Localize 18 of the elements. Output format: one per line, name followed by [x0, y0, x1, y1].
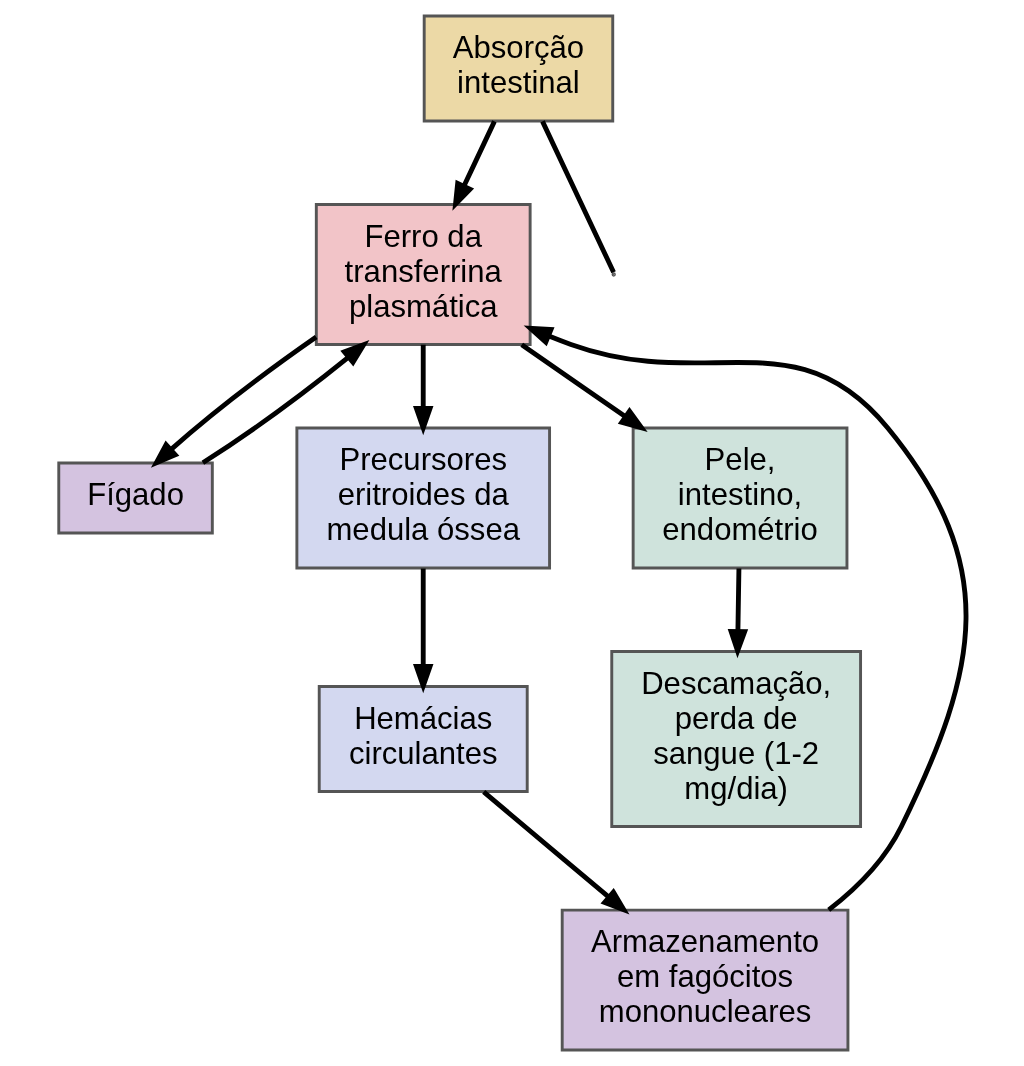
node-box: Precursores eritroides da medula óssea	[294, 426, 551, 570]
arrow	[727, 568, 748, 659]
node-box: Hemácias circulantes	[317, 685, 529, 793]
connector	[539, 120, 616, 274]
node-box: Ferro da transferrina plasmática	[314, 203, 532, 346]
arrow	[523, 325, 968, 912]
arrow	[412, 568, 433, 694]
node-box: Descamação, perda de sangue (1-2 mg/dia)	[609, 650, 862, 828]
arrow	[481, 790, 629, 915]
arrow	[412, 344, 433, 436]
arrow	[150, 335, 318, 468]
arrow	[519, 342, 648, 432]
arrow	[201, 340, 369, 465]
node-box: Pele, intestino, endométrio	[631, 426, 848, 570]
arrow	[451, 120, 497, 211]
node-box: Absorção intestinal	[422, 14, 614, 123]
node-box: Armazenamento em fagócitos mononucleares	[560, 908, 849, 1052]
node-box: Fígado	[56, 461, 214, 535]
